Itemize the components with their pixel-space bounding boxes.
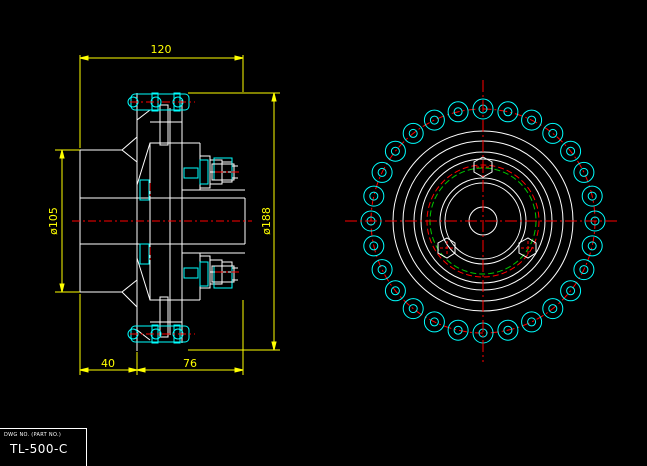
chain-link-plate — [447, 101, 469, 123]
chain-link-plate — [573, 161, 595, 183]
chain-roller — [408, 304, 418, 314]
chain-link-plate — [423, 311, 445, 333]
chain-roller — [587, 241, 597, 251]
title-block-header: DWG NO. (PART NO.) — [4, 432, 62, 438]
dim-hub-length-40: 40 — [101, 357, 115, 370]
chain-roller — [548, 304, 558, 314]
chain-roller — [503, 325, 513, 335]
chain-link-plate — [371, 161, 393, 183]
chain-roller — [579, 167, 589, 177]
chain-link-plate — [542, 122, 564, 144]
hub-outline — [79, 93, 246, 351]
centerlines-front — [345, 80, 620, 362]
dim-hub-diameter: ø105 — [47, 207, 60, 235]
chain-roller — [453, 325, 463, 335]
chain-link-plate — [497, 101, 519, 123]
title-block: DWG NO. (PART NO.) TL-500-C — [0, 428, 87, 466]
chain-roller — [548, 128, 558, 138]
chain-link-plate — [371, 259, 393, 281]
chain-roller — [566, 146, 576, 156]
chain-link-plate — [560, 140, 582, 162]
chain-link-plate — [384, 140, 406, 162]
chain-roller — [408, 128, 418, 138]
chain-roller — [390, 146, 400, 156]
chain-roller — [566, 286, 576, 296]
chain-link-plate — [472, 98, 494, 120]
chain-pins-side — [127, 92, 184, 344]
chain-roller — [369, 241, 379, 251]
front-view — [345, 80, 620, 362]
dim-body-length-76: 76 — [183, 357, 197, 370]
chain-roller — [527, 317, 537, 327]
chain-link-plate — [521, 311, 543, 333]
chain-roller — [587, 191, 597, 201]
chain-roller — [377, 167, 387, 177]
chain-roller — [377, 265, 387, 275]
bolts-side — [211, 163, 238, 283]
chain-roller — [390, 286, 400, 296]
chain-link-plate — [497, 319, 519, 341]
chain-roller — [429, 115, 439, 125]
chain-link-plate — [447, 319, 469, 341]
chain-roller — [579, 265, 589, 275]
dimension-lines — [55, 55, 280, 375]
side-section-view: 120 ø105 ø188 40 76 — [47, 43, 280, 375]
chain-roller — [369, 191, 379, 201]
chain-link-plate — [402, 298, 424, 320]
chain-link-plate — [363, 235, 385, 257]
chain-link-plate — [363, 185, 385, 207]
drawing-number: TL-500-C — [10, 442, 68, 456]
dim-outer-diameter: ø188 — [260, 207, 273, 235]
chain-link-plate — [384, 280, 406, 302]
dimension-labels: 120 ø105 ø188 40 76 — [47, 43, 273, 370]
chain-roller — [429, 317, 439, 327]
dim-width-120: 120 — [151, 43, 172, 56]
chain-link-plate — [581, 185, 603, 207]
centerlines-side — [72, 101, 252, 335]
chain-roller — [527, 115, 537, 125]
chain-link-plate — [560, 280, 582, 302]
chain-link-plate — [542, 298, 564, 320]
chain-link-plate — [402, 122, 424, 144]
chain-link-plate — [573, 259, 595, 281]
chain-ring — [360, 98, 606, 344]
chain-roller — [503, 107, 513, 117]
chain-link-plate — [581, 235, 603, 257]
chain-link-plate — [423, 109, 445, 131]
chain-roller — [453, 107, 463, 117]
chain-link-plate — [521, 109, 543, 131]
